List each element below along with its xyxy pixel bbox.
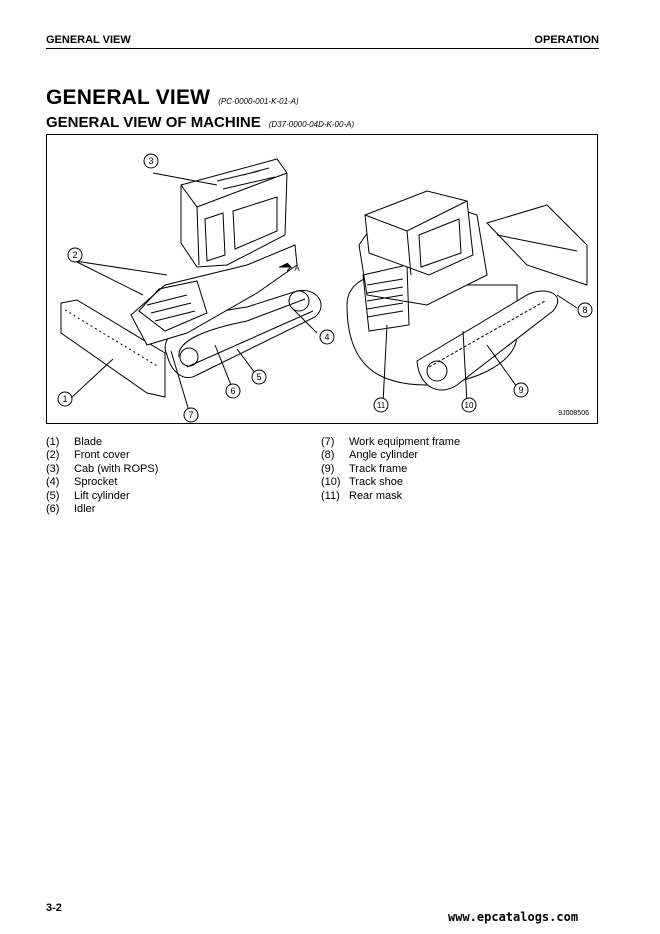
legend-number: (3) <box>46 462 60 475</box>
section-title: GENERAL VIEW OF MACHINE (D37-0000-04D-K-0… <box>46 114 354 131</box>
front-machine-drawing <box>60 158 322 398</box>
legend-number: (2) <box>46 449 60 462</box>
callout-leaders <box>70 172 578 412</box>
legend-number: (5) <box>46 489 60 502</box>
legend-item: (3) Cab (with ROPS) <box>46 463 158 476</box>
legend-label: Blade <box>74 436 103 448</box>
callout-1-label: 1 <box>62 394 67 404</box>
header-section-title: GENERAL VIEW <box>46 34 131 46</box>
machine-illustration: 3 2 1 4 5 6 7 8 9 10 11 A 9J008506 <box>46 134 598 424</box>
callout-7-label: 7 <box>188 410 193 420</box>
page-title: GENERAL VIEW (PC-0000-001-K-01-A) <box>46 86 299 110</box>
legend-label: Track frame <box>349 462 408 475</box>
illustration-drawing: 3 2 1 4 5 6 7 8 9 10 11 A <box>57 153 593 423</box>
legend-column-1: (1) Blade (2) Front cover (3) Cab (with ROP… <box>46 436 158 516</box>
legend-label: Sprocket <box>74 476 118 489</box>
legend-number: (4) <box>46 476 60 489</box>
legend-number: (9) <box>321 462 335 475</box>
legend-item: (7) Work equipment frame <box>321 436 460 449</box>
watermark-url: www.epcatalogs.com <box>448 910 579 924</box>
legend-item: (11) Rear mask <box>321 490 460 503</box>
page-header: GENERAL VIEW OPERATION <box>46 34 599 49</box>
callout-4-label: 4 <box>324 332 329 342</box>
legend-label: Lift cylinder <box>74 489 130 502</box>
header-chapter-title: OPERATION <box>534 34 599 46</box>
legend-number: (7) <box>321 436 335 448</box>
legend-label: Work equipment frame <box>349 436 461 448</box>
legend-item: (5) Lift cylinder <box>46 490 158 503</box>
callout-8-label: 8 <box>582 305 587 315</box>
callout-circles <box>57 153 593 423</box>
callout-5-label: 5 <box>256 372 261 382</box>
legend-number: (6) <box>46 503 60 516</box>
legend-label: Idler <box>74 503 96 516</box>
legend-item: (10) Track shoe <box>321 476 460 489</box>
section-title-text: GENERAL VIEW OF MACHINE <box>46 114 261 131</box>
arrow-a-label: A <box>294 264 300 273</box>
callout-9-label: 9 <box>518 385 523 395</box>
legend-number: (8) <box>321 449 335 462</box>
legend-label: Cab (with ROPS) <box>74 462 159 475</box>
callout-11-label: 11 <box>377 401 386 410</box>
legend-label: Front cover <box>74 449 130 462</box>
section-title-code: (D37-0000-04D-K-00-A) <box>268 120 355 129</box>
legend-item: (6) Idler <box>46 503 158 516</box>
legend-number: (1) <box>46 436 60 448</box>
legend-number: (10) <box>321 476 341 489</box>
legend-label: Angle cylinder <box>349 449 419 462</box>
legend-item: (1) Blade <box>46 436 158 449</box>
callout-numbers: 3 2 1 4 5 6 7 8 9 10 11 A <box>62 156 587 420</box>
figure-id: 9J008506 <box>558 410 589 417</box>
page-title-code: (PC-0000-001-K-01-A) <box>218 97 299 106</box>
legend-item: (9) Track frame <box>321 463 460 476</box>
legend-item: (4) Sprocket <box>46 476 158 489</box>
callout-10-label: 10 <box>465 401 474 410</box>
legend-label: Track shoe <box>349 476 404 489</box>
legend-number: (11) <box>321 489 340 502</box>
rear-machine-drawing <box>346 190 588 391</box>
callout-6-label: 6 <box>230 386 235 396</box>
legend-label: Rear mask <box>349 489 403 502</box>
callout-2-label: 2 <box>72 250 77 260</box>
legend-item: (2) Front cover <box>46 449 158 462</box>
page-title-text: GENERAL VIEW <box>46 86 211 109</box>
legend-column-2: (7) Work equipment frame (8) Angle cylinde… <box>321 436 460 503</box>
legend-item: (8) Angle cylinder <box>321 449 460 462</box>
callout-3-label: 3 <box>148 156 153 166</box>
page-number: 3-2 <box>46 902 62 914</box>
